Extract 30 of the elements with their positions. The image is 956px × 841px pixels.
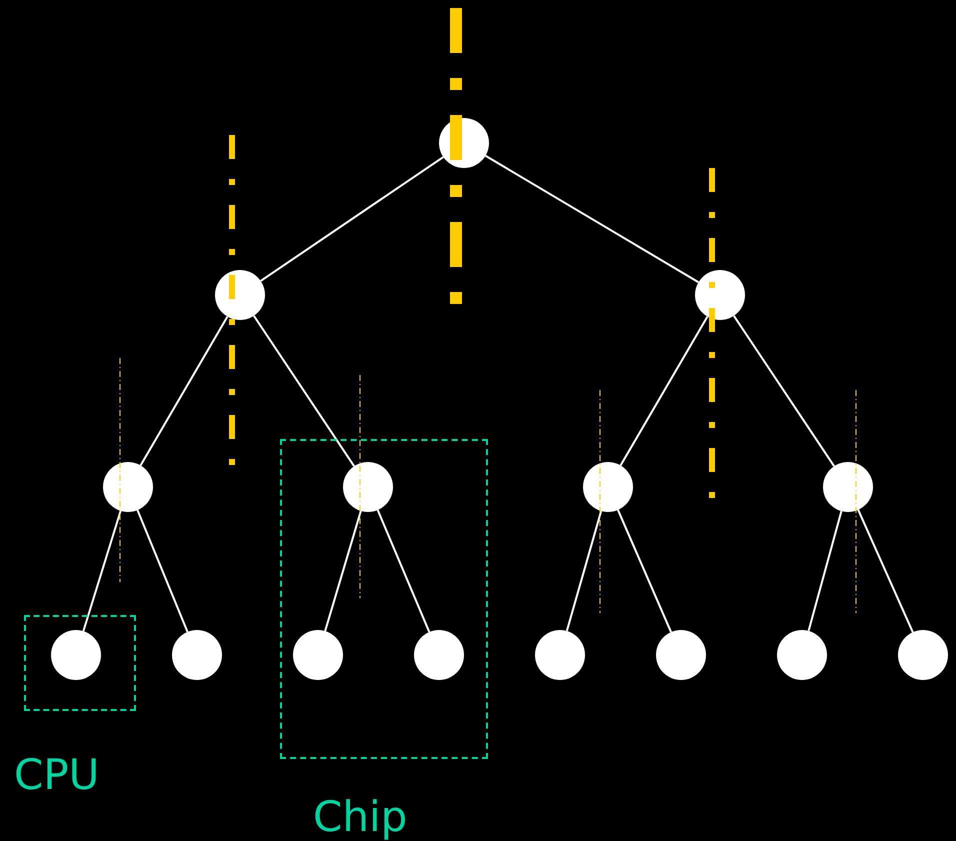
tree-node-circle — [898, 630, 948, 680]
tree-node-circle — [51, 630, 101, 680]
tree-node-circle — [103, 462, 153, 512]
tree-edge — [620, 316, 708, 466]
tree-node-circle — [215, 270, 265, 320]
tree-edge — [808, 510, 842, 632]
tree-edge — [140, 316, 228, 466]
tree-node-circle — [656, 630, 706, 680]
tree-node-circle — [823, 462, 873, 512]
tree-node-circle — [293, 630, 343, 680]
tree-edge — [617, 510, 672, 632]
tree-edge — [733, 315, 835, 467]
tree-node-circle — [172, 630, 222, 680]
tree-edge — [857, 509, 914, 633]
tree-node-circle — [535, 630, 585, 680]
tree-node-circle — [343, 462, 393, 512]
tree-edge — [324, 510, 362, 632]
group-label: Chip — [313, 796, 408, 838]
tree-node-circle — [695, 270, 745, 320]
tree-node-circle — [414, 630, 464, 680]
tree-edge — [253, 315, 355, 467]
group-label: CPU — [14, 754, 100, 796]
tree-node-circle — [583, 462, 633, 512]
tree-edge — [566, 510, 602, 632]
tree-node-circle — [777, 630, 827, 680]
tree-edge — [484, 154, 700, 284]
tree-edge — [82, 510, 122, 632]
tree-edge — [376, 510, 430, 632]
tree-edge — [136, 510, 188, 632]
tree-edge — [260, 156, 444, 282]
